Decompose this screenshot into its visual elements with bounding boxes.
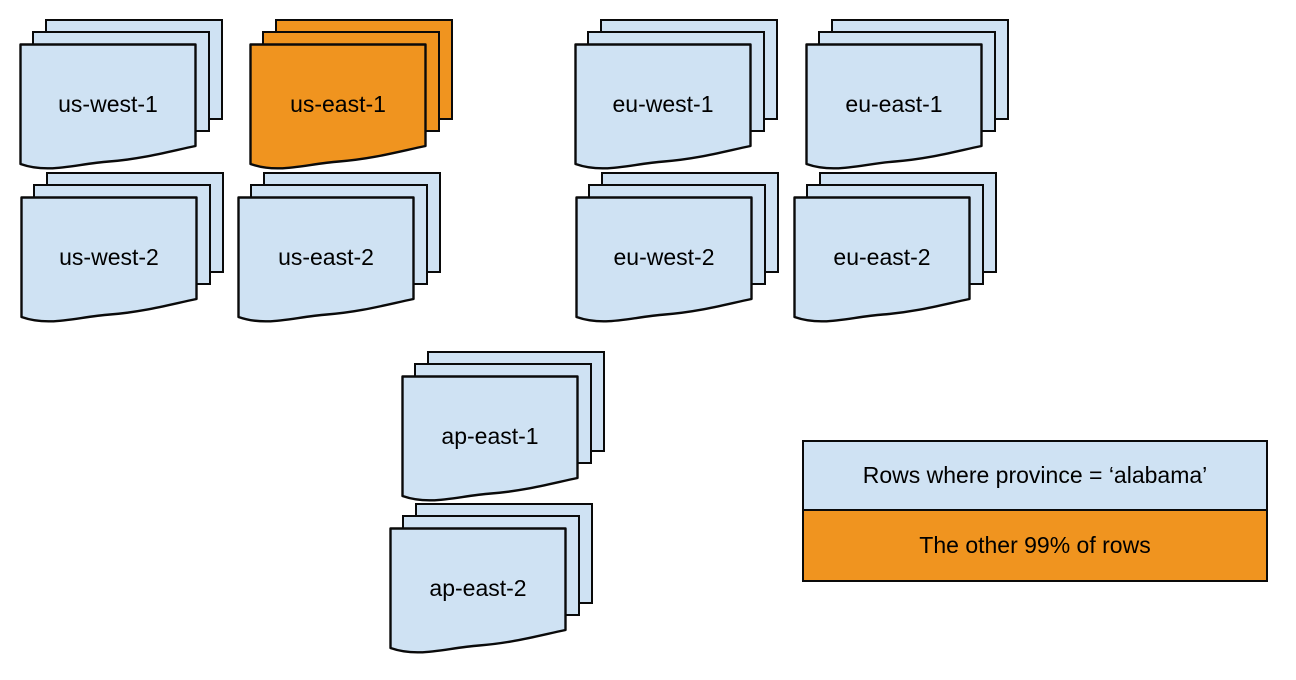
region-stack-ap-east-2: ap-east-2 — [389, 503, 593, 659]
region-stack-ap-east-1: ap-east-1 — [401, 351, 605, 507]
region-label: eu-west-2 — [613, 244, 715, 270]
document-shape-icon — [19, 43, 197, 170]
region-stack-eu-east-1: eu-east-1 — [805, 19, 1009, 175]
region-label: us-east-1 — [290, 91, 386, 117]
region-label: eu-east-2 — [833, 244, 931, 270]
legend-item-label: The other 99% of rows — [919, 532, 1151, 558]
document-shape-icon — [574, 43, 752, 170]
region-label: us-west-1 — [58, 91, 158, 117]
region-label: eu-east-1 — [845, 91, 943, 117]
region-label: ap-east-1 — [441, 423, 539, 449]
region-stack-eu-west-1: eu-west-1 — [574, 19, 778, 175]
region-stack-us-west-2: us-west-2 — [20, 172, 224, 328]
region-label: eu-west-1 — [612, 91, 714, 117]
legend-item-label: Rows where province = ‘alabama’ — [862, 462, 1208, 488]
legend-item-other-rows: The other 99% of rows — [804, 511, 1266, 580]
document-shape-icon — [249, 43, 427, 170]
region-label: us-west-2 — [59, 244, 159, 270]
document-shape-icon — [575, 196, 753, 323]
document-shape-icon — [805, 43, 983, 170]
legend-item-alabama-rows: Rows where province = ‘alabama’ — [804, 442, 1266, 511]
document-shape-icon — [237, 196, 415, 323]
region-stack-us-east-1: us-east-1 — [249, 19, 453, 175]
document-shape-icon — [793, 196, 971, 323]
region-stack-us-east-2: us-east-2 — [237, 172, 441, 328]
document-shape-icon — [389, 527, 567, 654]
region-stack-us-west-1: us-west-1 — [19, 19, 223, 175]
document-shape-icon — [20, 196, 198, 323]
region-stack-eu-east-2: eu-east-2 — [793, 172, 997, 328]
region-stack-eu-west-2: eu-west-2 — [575, 172, 779, 328]
document-shape-icon — [401, 375, 579, 502]
region-label: us-east-2 — [278, 244, 374, 270]
legend: Rows where province = ‘alabama’ The othe… — [802, 440, 1268, 582]
region-label: ap-east-2 — [429, 575, 527, 601]
